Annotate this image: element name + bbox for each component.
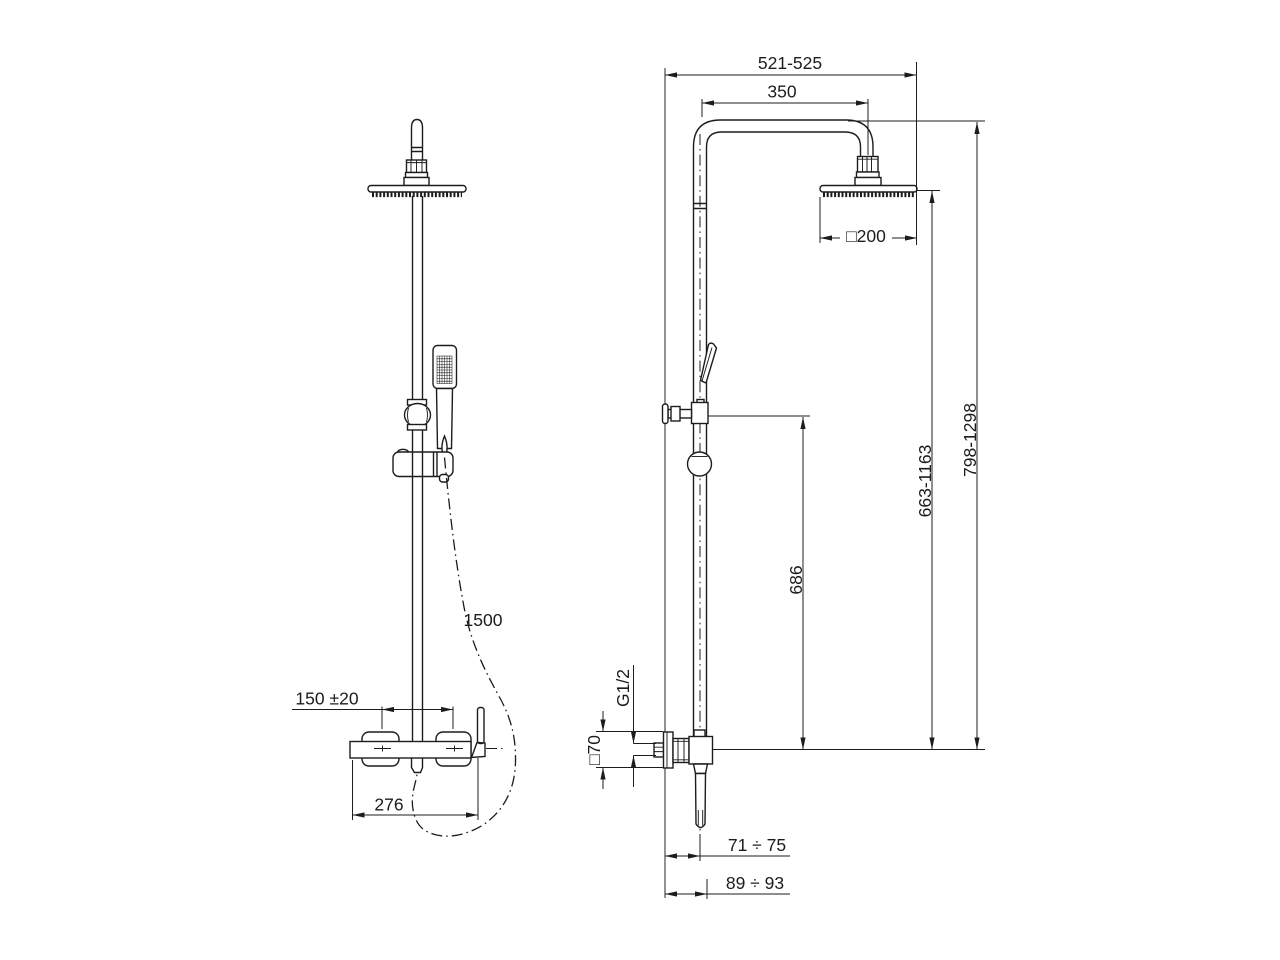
hand-shower-side [699, 342, 718, 384]
dim-label-connection-thread: G1/2 [613, 669, 633, 707]
shower-arm-side [692, 119, 874, 836]
head-connector-side [854, 155, 882, 187]
shower-head-side [819, 184, 918, 198]
dim-label-wall-distance-min: 71 ÷ 75 [728, 835, 786, 855]
hand-shower-handle [435, 387, 454, 450]
wall-plate [662, 731, 674, 769]
dim-label-inlet-spacing: 150 ±20 [295, 689, 358, 709]
front-view: 150 ±20 276 1500 [292, 118, 517, 837]
dim-label-head-width: □200 [846, 226, 886, 246]
dim-label-overall-height: 798-1298 [960, 403, 980, 477]
dimension-overall-height: 798-1298 [848, 120, 985, 750]
slider-ball-front [403, 398, 432, 431]
shower-holder-side [661, 398, 709, 425]
dim-label-head-height: 663-1163 [915, 445, 935, 518]
shower-hose [411, 457, 517, 837]
dimension-inlet-spacing: 150 ±20 [292, 689, 454, 729]
dim-label-arm-reach: 350 [767, 82, 796, 102]
dim-label-hose-length: 1500 [464, 610, 503, 630]
hose-outlet [410, 758, 424, 774]
dimension-mixer-width: 276 [352, 758, 479, 820]
holder-knob-disc [661, 403, 669, 425]
mixer-side [653, 729, 985, 829]
shower-head-front [367, 184, 467, 198]
mixer-lever-front [476, 706, 485, 745]
top-pipe [403, 118, 430, 187]
dimension-holder-height: 686 [708, 415, 810, 750]
dimension-head-width: □200 [819, 197, 917, 246]
dim-label-escutcheon-size: □70 [584, 735, 604, 765]
dimension-wall-distance-min: 71 ÷ 75 [665, 834, 790, 861]
dim-label-top-width: 521-525 [758, 53, 822, 73]
shower-holder-front [392, 448, 454, 483]
mixer-body-front [349, 740, 472, 759]
dimension-wall-distance-max: 89 ÷ 93 [665, 873, 790, 899]
connector-hex [672, 737, 690, 764]
dim-label-mixer-width: 276 [374, 795, 403, 815]
dimension-connection-thread: G1/2 [613, 665, 656, 787]
dimension-head-height: 663-1163 [915, 190, 940, 750]
mixer-lever-side [694, 772, 707, 829]
dim-label-wall-distance-max: 89 ÷ 93 [726, 873, 784, 893]
hand-shower-front [432, 344, 458, 459]
dimension-arm-reach: 350 [701, 82, 869, 155]
side-view: 521-525 350 □200 798-1298 [584, 53, 985, 899]
dimension-top-width: 521-525 [665, 53, 917, 245]
valve-body-side [688, 735, 714, 765]
supply-nipple [653, 742, 665, 758]
mixer-front [349, 706, 504, 774]
dim-label-holder-height: 686 [786, 565, 806, 594]
slider-ball-side [686, 451, 713, 477]
dimension-escutcheon-size: □70 [584, 711, 663, 789]
